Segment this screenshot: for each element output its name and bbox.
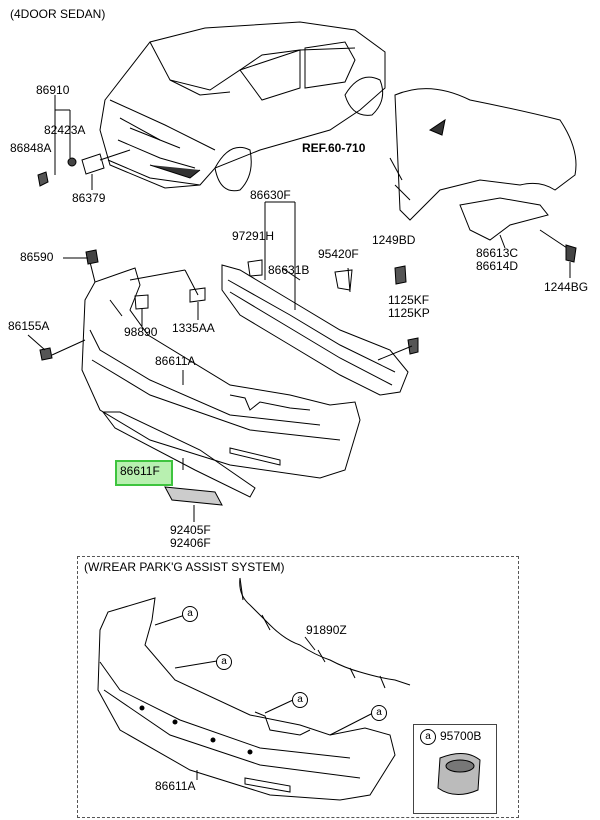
part-86590[interactable]: 86590 — [20, 250, 54, 264]
part-95700B[interactable]: 95700B — [440, 729, 482, 743]
diagram-title: (4DOOR SEDAN) — [10, 7, 106, 21]
section-title: (W/REAR PARK'G ASSIST SYSTEM) — [84, 560, 285, 574]
marker-a-5: a — [420, 729, 436, 745]
marker-a-2: a — [216, 654, 232, 670]
part-86613C[interactable]: 86613C — [476, 246, 519, 260]
marker-a-4: a — [371, 705, 387, 721]
lower-valance — [102, 370, 256, 522]
part-86630F[interactable]: 86630F — [250, 188, 291, 202]
marker-a-1: a — [182, 606, 198, 622]
part-highlight — [115, 460, 173, 486]
part-86611A-lower[interactable]: 86611A — [155, 779, 196, 793]
part-91890Z[interactable]: 91890Z — [306, 623, 347, 637]
car-illustration — [99, 21, 386, 192]
ref-label[interactable]: REF.60-710 — [302, 141, 366, 155]
ref-body-panel — [389, 88, 577, 278]
part-1244BG[interactable]: 1244BG — [544, 280, 589, 294]
part-1335AA[interactable]: 1335AA — [172, 321, 215, 335]
part-1125KP[interactable]: 1125KP — [388, 306, 430, 320]
part-98890[interactable]: 98890 — [124, 325, 158, 339]
part-92406F[interactable]: 92406F — [170, 536, 211, 550]
marker-a-3: a — [292, 692, 308, 708]
part-97291H[interactable]: 97291H — [232, 229, 275, 243]
bumper-cover-main — [27, 249, 361, 479]
part-86611A[interactable]: 86611A — [155, 354, 196, 368]
part-1249BD[interactable]: 1249BD — [372, 233, 416, 247]
part-1125KF[interactable]: 1125KF — [388, 293, 430, 307]
sensor-frame — [413, 724, 497, 814]
part-86379[interactable]: 86379 — [72, 191, 106, 205]
part-86155A[interactable]: 86155A — [8, 319, 50, 333]
part-82423A[interactable]: 82423A — [44, 123, 86, 137]
upper-left-fasteners — [37, 95, 131, 190]
sensor-box — [437, 753, 481, 795]
part-86848A[interactable]: 86848A — [10, 141, 52, 155]
park-assist-bumper — [97, 577, 411, 801]
part-86631B[interactable]: 86631B — [268, 263, 310, 277]
park-assist-frame — [77, 556, 519, 818]
part-95420F[interactable]: 95420F — [318, 247, 359, 261]
part-86910[interactable]: 86910 — [36, 83, 70, 97]
fastener-misc — [109, 299, 123, 317]
part-86611F[interactable]: 86611F — [120, 464, 160, 478]
part-86614D[interactable]: 86614D — [476, 259, 519, 273]
part-92405F[interactable]: 92405F — [170, 523, 211, 537]
bumper-beam — [221, 201, 419, 396]
